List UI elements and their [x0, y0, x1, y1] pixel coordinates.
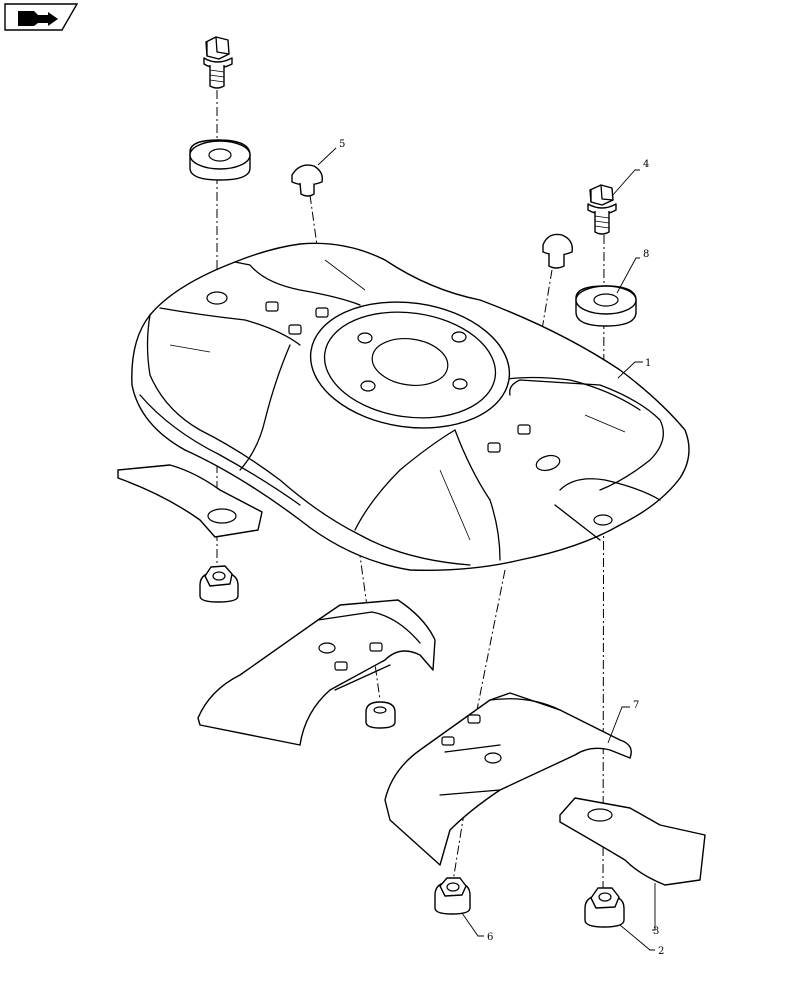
nut-2 [584, 887, 625, 928]
callout-3: 3 [653, 926, 659, 937]
blade-3 [559, 797, 706, 886]
rivet-right [542, 233, 573, 269]
callout-7: 7 [633, 700, 639, 711]
callout-2: 2 [658, 946, 664, 957]
blade-left [117, 464, 263, 538]
back-arrow-icon [18, 11, 58, 26]
callout-6: 6 [487, 932, 493, 943]
cutter-disc-1 [131, 242, 690, 571]
nut-left [199, 565, 239, 603]
nut-center [365, 701, 396, 729]
rivet-5 [291, 164, 324, 197]
leader-lines [317, 147, 656, 951]
back-navigation-tab[interactable] [4, 3, 78, 31]
callout-labels: 1 2 3 4 5 6 7 8 [339, 139, 664, 957]
blade-holder-7 [384, 692, 632, 866]
callout-1: 1 [645, 358, 651, 369]
hex-bolt-4 [587, 184, 617, 235]
blade-holder-left [197, 599, 436, 746]
callout-4: 4 [643, 159, 649, 170]
spacer-8 [575, 285, 637, 327]
spacer-left [189, 139, 251, 181]
nut-6 [434, 877, 471, 915]
callout-8: 8 [643, 249, 649, 260]
hex-bolt-left [203, 36, 233, 89]
callout-5: 5 [339, 139, 345, 150]
